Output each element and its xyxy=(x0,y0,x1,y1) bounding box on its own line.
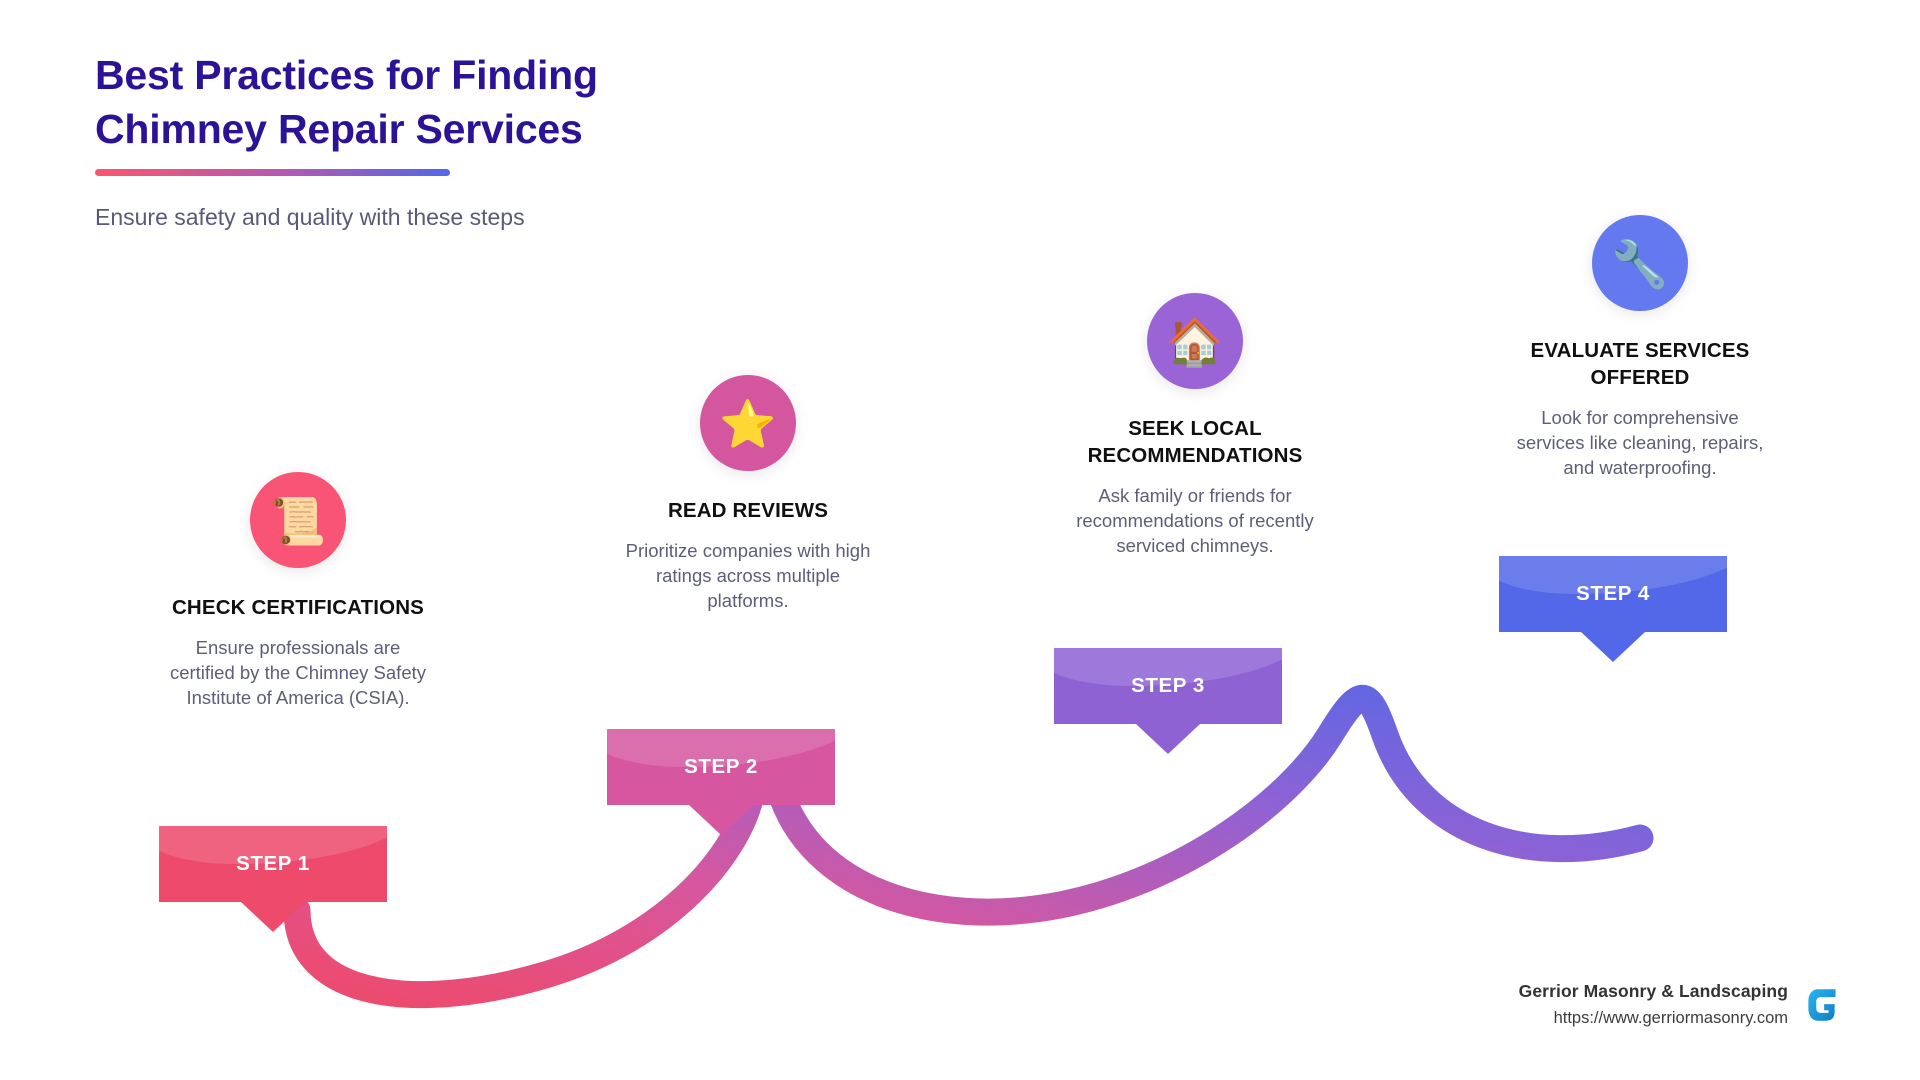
star-icon: ⭐ xyxy=(719,398,777,450)
footer: Gerrior Masonry & Landscaping https://ww… xyxy=(1519,981,1846,1028)
brand-url[interactable]: https://www.gerriormasonry.com xyxy=(1553,1009,1788,1027)
wrench-icon: 🔧 xyxy=(1611,238,1669,290)
step-2-banner-label: STEP 2 xyxy=(684,755,758,778)
accent-divider xyxy=(95,169,450,177)
step-4-banner[interactable]: STEP 4 xyxy=(1499,556,1727,662)
step-2-title: READ REVIEWS xyxy=(667,499,829,522)
step-3-icon-container: 🏠 xyxy=(1147,293,1243,389)
brand-name: Gerrior Masonry & Landscaping xyxy=(1518,981,1788,1001)
step-2-banner[interactable]: STEP 2 xyxy=(607,729,835,835)
step-4-banner-label: STEP 4 xyxy=(1576,582,1650,605)
page-title: Best Practices for Finding Chimney Repai… xyxy=(95,48,815,156)
footer-text: Gerrior Masonry & Landscaping https://ww… xyxy=(1519,981,1788,1028)
step-2-icon-container: ⭐ xyxy=(700,375,796,471)
step-4: 🔧 EVALUATE SERVICES OFFERED Look for com… xyxy=(1490,215,1790,481)
step-1-banner-tail xyxy=(241,902,305,932)
step-3-title: SEEK LOCAL RECOMMENDATIONS xyxy=(1087,417,1303,468)
step-3-banner-label: STEP 3 xyxy=(1131,674,1205,697)
step-1-banner-label: STEP 1 xyxy=(236,852,310,875)
step-2: ⭐ READ REVIEWS Prioritize companies with… xyxy=(598,375,898,614)
step-3-banner[interactable]: STEP 3 xyxy=(1054,648,1282,754)
step-3-banner-tail xyxy=(1136,724,1200,754)
step-1-title: CHECK CERTIFICATIONS xyxy=(171,596,425,619)
step-4-description: Look for comprehensive services like cle… xyxy=(1516,407,1764,479)
step-1-banner[interactable]: STEP 1 xyxy=(159,826,387,932)
step-2-description: Prioritize companies with high ratings a… xyxy=(625,540,871,612)
step-4-banner-tail xyxy=(1581,632,1645,662)
house-icon: 🏠 xyxy=(1166,316,1224,368)
step-1: 📜 CHECK CERTIFICATIONS Ensure profession… xyxy=(148,472,448,711)
step-3-description: Ask family or friends for recommendation… xyxy=(1076,485,1314,557)
step-1-icon-container: 📜 xyxy=(250,472,346,568)
step-4-title: EVALUATE SERVICES OFFERED xyxy=(1530,339,1750,390)
ribbon-path xyxy=(283,685,1654,1008)
gerrior-g-logo-icon xyxy=(1808,988,1836,1021)
step-4-icon-container: 🔧 xyxy=(1592,215,1688,311)
step-2-banner-tail xyxy=(689,805,753,835)
page-title-line-1: Best Practices for Finding xyxy=(95,52,598,98)
step-1-description: Ensure professionals are certified by th… xyxy=(169,637,427,709)
step-3: 🏠 SEEK LOCAL RECOMMENDATIONS Ask family … xyxy=(1045,293,1345,559)
header: Best Practices for Finding Chimney Repai… xyxy=(95,48,815,233)
page-subtitle: Ensure safety and quality with these ste… xyxy=(95,204,525,231)
scroll-icon: 📜 xyxy=(269,495,327,547)
page-title-line-2: Chimney Repair Services xyxy=(95,106,583,153)
